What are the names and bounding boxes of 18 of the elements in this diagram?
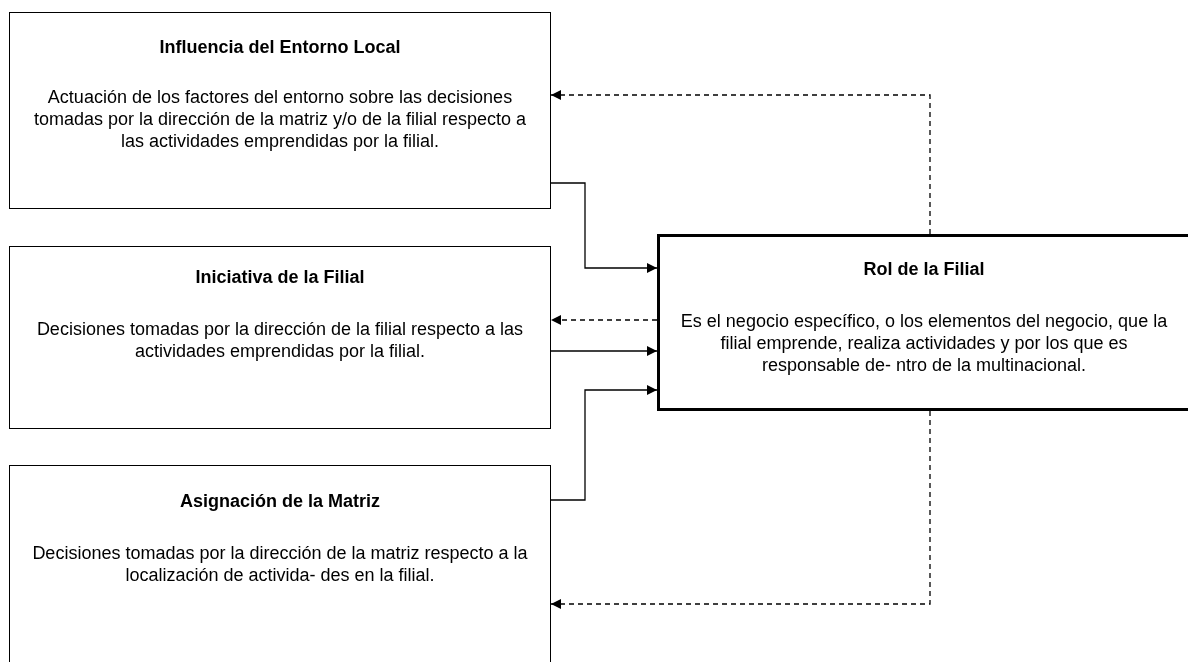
box-description: Decisiones tomadas por la dirección de la matriz respecto a la localización de activida- des en la filial. — [31, 542, 529, 586]
arrow — [550, 385, 658, 501]
dashed-arrow — [550, 315, 658, 325]
box-description: Actuación de los factores del entorno sobre las decisiones tomadas por la dirección de la matriz y/o de la filial respecto a las actividades emprendidas por la filial. — [32, 86, 528, 152]
box-heading: Iniciativa de la Filial — [194, 266, 366, 288]
box-heading: Influencia del Entorno Local — [158, 36, 402, 58]
box-heading: Asignación de la Matriz — [178, 490, 381, 512]
arrow — [550, 346, 658, 356]
text-box — [9, 12, 551, 209]
box-heading: Rol de la Filial — [862, 258, 986, 280]
text-box — [9, 465, 551, 662]
arrow — [550, 182, 658, 273]
box-description: Es el negocio específico, o los elementos del negocio, que la filial emprende, realiza actividades y por los que es responsable de- ntro de la multinacional. — [679, 310, 1169, 376]
box-description: Decisiones tomadas por la dirección de la filial respecto a las actividades emprendidas por la filial. — [35, 318, 525, 362]
dashed-arrow — [550, 410, 931, 609]
text-box — [657, 234, 1188, 411]
text-box — [9, 246, 551, 429]
dashed-arrow — [550, 90, 931, 235]
